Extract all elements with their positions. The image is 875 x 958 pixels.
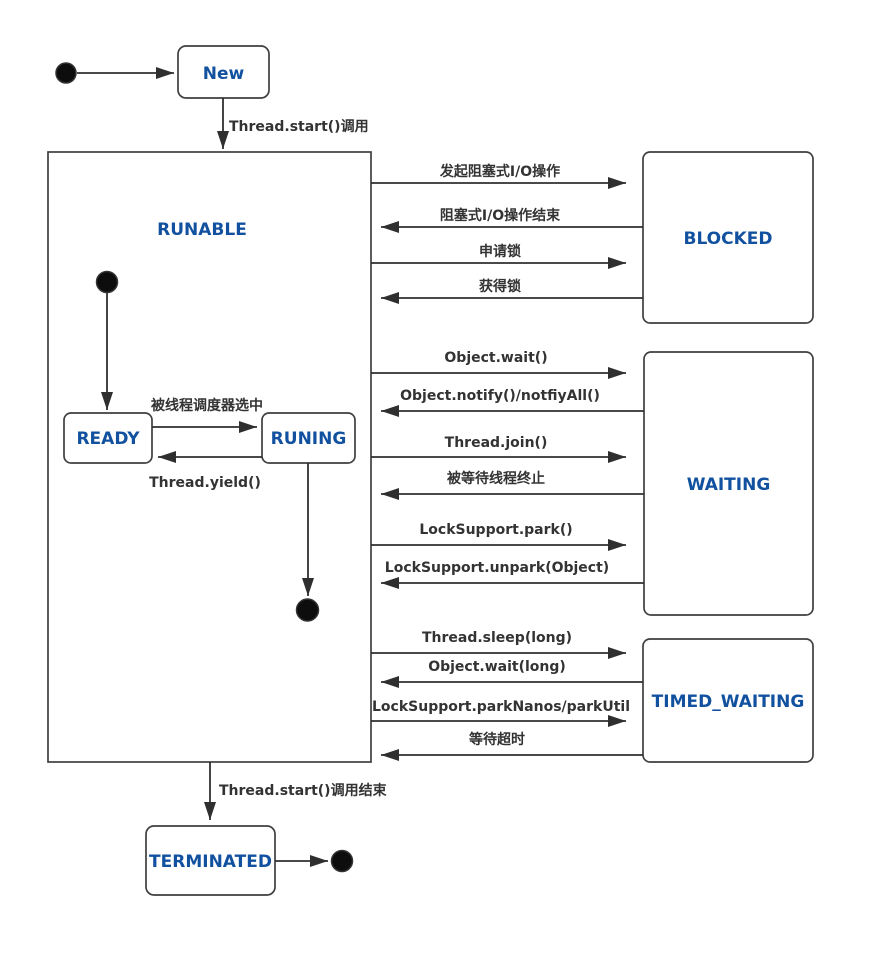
transition-label-object-notify: Object.notify()/notfiyAll() (400, 388, 600, 404)
transition-label-thread-join: Thread.join() (445, 435, 548, 451)
transition-label-waited-thread-end: 被等待线程终止 (447, 470, 545, 487)
transition-label-io-start: 发起阻塞式I/O操作 (439, 163, 560, 180)
transition-label-object-wait: Object.wait() (444, 350, 547, 366)
runable-inner-start-dot (95, 270, 119, 294)
start-state-dot (55, 62, 77, 84)
state-timed-waiting-label: TIMED_WAITING (652, 692, 805, 712)
transition-label-io-end: 阻塞式I/O操作结束 (440, 207, 561, 224)
transition-label-thread-start: Thread.start()调用 (229, 119, 369, 135)
state-blocked-label: BLOCKED (683, 229, 772, 249)
transition-label-thread-run-end: Thread.start()调用结束 (219, 782, 388, 799)
final-state-dot (330, 849, 354, 873)
state-ready-box (63, 412, 153, 464)
state-new: New (177, 45, 270, 99)
state-ready-label: READY (76, 429, 140, 449)
state-blocked: BLOCKED (642, 151, 814, 324)
state-timed-waiting: TIMED_WAITING (642, 638, 814, 763)
transition-label-locksupport-parknanos: LockSupport.parkNanos/parkUtil (372, 699, 630, 715)
state-new-label: New (203, 64, 245, 84)
state-ready: READY (63, 412, 153, 464)
transition-label-locksupport-unpark: LockSupport.unpark(Object) (385, 560, 609, 576)
state-timed-waiting-box (642, 638, 814, 763)
transition-label-thread-yield: Thread.yield() (149, 475, 261, 491)
state-waiting-label: WAITING (687, 475, 771, 495)
transition-label-lock-acquire: 获得锁 (479, 278, 521, 295)
transition-label-locksupport-park: LockSupport.park() (419, 522, 572, 538)
transition-label-lock-request: 申请锁 (479, 243, 521, 260)
transition-label-wait-timeout: 等待超时 (469, 731, 525, 748)
state-terminated: TERMINATED (145, 825, 276, 896)
state-waiting: WAITING (643, 351, 814, 616)
runable-inner-end-dot (295, 598, 320, 622)
state-runing: RUNING (261, 412, 356, 464)
transition-label-scheduler-select: 被线程调度器选中 (151, 397, 263, 414)
state-blocked-box (642, 151, 814, 324)
state-waiting-box (643, 351, 814, 616)
state-terminated-label: TERMINATED (149, 852, 272, 872)
transition-label-object-wait-long: Object.wait(long) (428, 659, 566, 675)
transition-label-thread-sleep: Thread.sleep(long) (422, 630, 572, 646)
state-runable-label: RUNABLE (157, 220, 247, 240)
state-runing-label: RUNING (271, 429, 347, 449)
